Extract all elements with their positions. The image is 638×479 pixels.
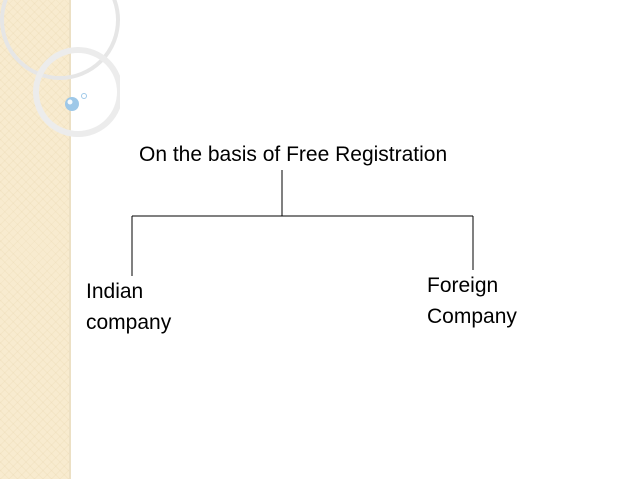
small-ring-icon [81,93,87,99]
child-node-line: Foreign [427,274,499,297]
child-node-indian-company: Indian company [86,276,171,338]
child-node-foreign-company: Foreign Company [427,270,517,332]
swirl-ornament-icon [0,0,120,137]
child-node-line: company [86,311,172,334]
child-node-line: Company [427,305,517,328]
root-node-label: On the basis of Free Registration [139,143,448,166]
child-node-line: Indian [86,280,144,303]
